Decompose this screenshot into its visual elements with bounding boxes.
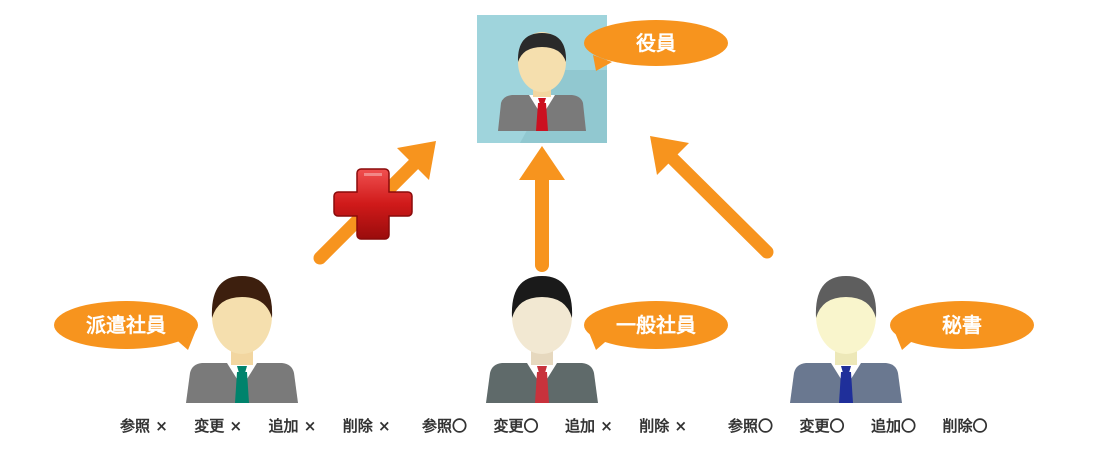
temp-staff-permissions: 参照 × 変更 × 追加 × 削除 × xyxy=(120,415,391,436)
regular-employee-person-icon xyxy=(486,276,598,403)
secretary-person-icon xyxy=(790,276,902,403)
executive-person-icon xyxy=(498,32,586,131)
permission-delete: 削除 × xyxy=(639,417,688,435)
secretary-permissions: 参照〇 変更〇 追加〇 削除〇 xyxy=(728,415,987,436)
red-cross-icon xyxy=(333,168,413,240)
temp-staff-person-icon xyxy=(186,276,298,403)
regular-employee-label-bubble: 一般社員 xyxy=(584,301,728,350)
permission-add: 追加〇 xyxy=(870,417,916,435)
executive-label: 役員 xyxy=(636,31,676,55)
permission-add: 追加 × xyxy=(564,417,613,435)
temp-staff-label: 派遣社員 xyxy=(86,313,166,337)
permission-edit: 変更 × xyxy=(194,417,243,435)
arrow-secretary-to-executive xyxy=(650,136,774,259)
permission-delete: 削除〇 xyxy=(942,417,988,435)
permission-edit: 変更〇 xyxy=(493,417,539,435)
temp-staff-role: 派遣社員 xyxy=(54,276,298,403)
secretary-label: 秘書 xyxy=(942,313,982,337)
secretary-role: 秘書 xyxy=(790,276,1034,403)
arrow-employee-to-executive xyxy=(519,146,565,272)
permission-view: 参照 × xyxy=(120,417,168,435)
permission-delete: 削除 × xyxy=(342,417,391,435)
regular-employee-permissions: 参照〇 変更〇 追加 × 削除 × xyxy=(422,415,687,436)
temp-staff-label-bubble: 派遣社員 xyxy=(54,301,198,350)
permission-edit: 変更〇 xyxy=(799,417,845,435)
executive-label-bubble: 役員 xyxy=(584,20,728,71)
regular-employee-role: 一般社員 xyxy=(486,276,728,403)
secretary-label-bubble: 秘書 xyxy=(890,301,1034,350)
permission-view: 参照〇 xyxy=(422,417,468,435)
permission-view: 参照〇 xyxy=(728,417,774,435)
executive-card: 役員 xyxy=(477,15,728,143)
permission-add: 追加 × xyxy=(268,417,317,435)
regular-employee-label: 一般社員 xyxy=(616,313,696,337)
